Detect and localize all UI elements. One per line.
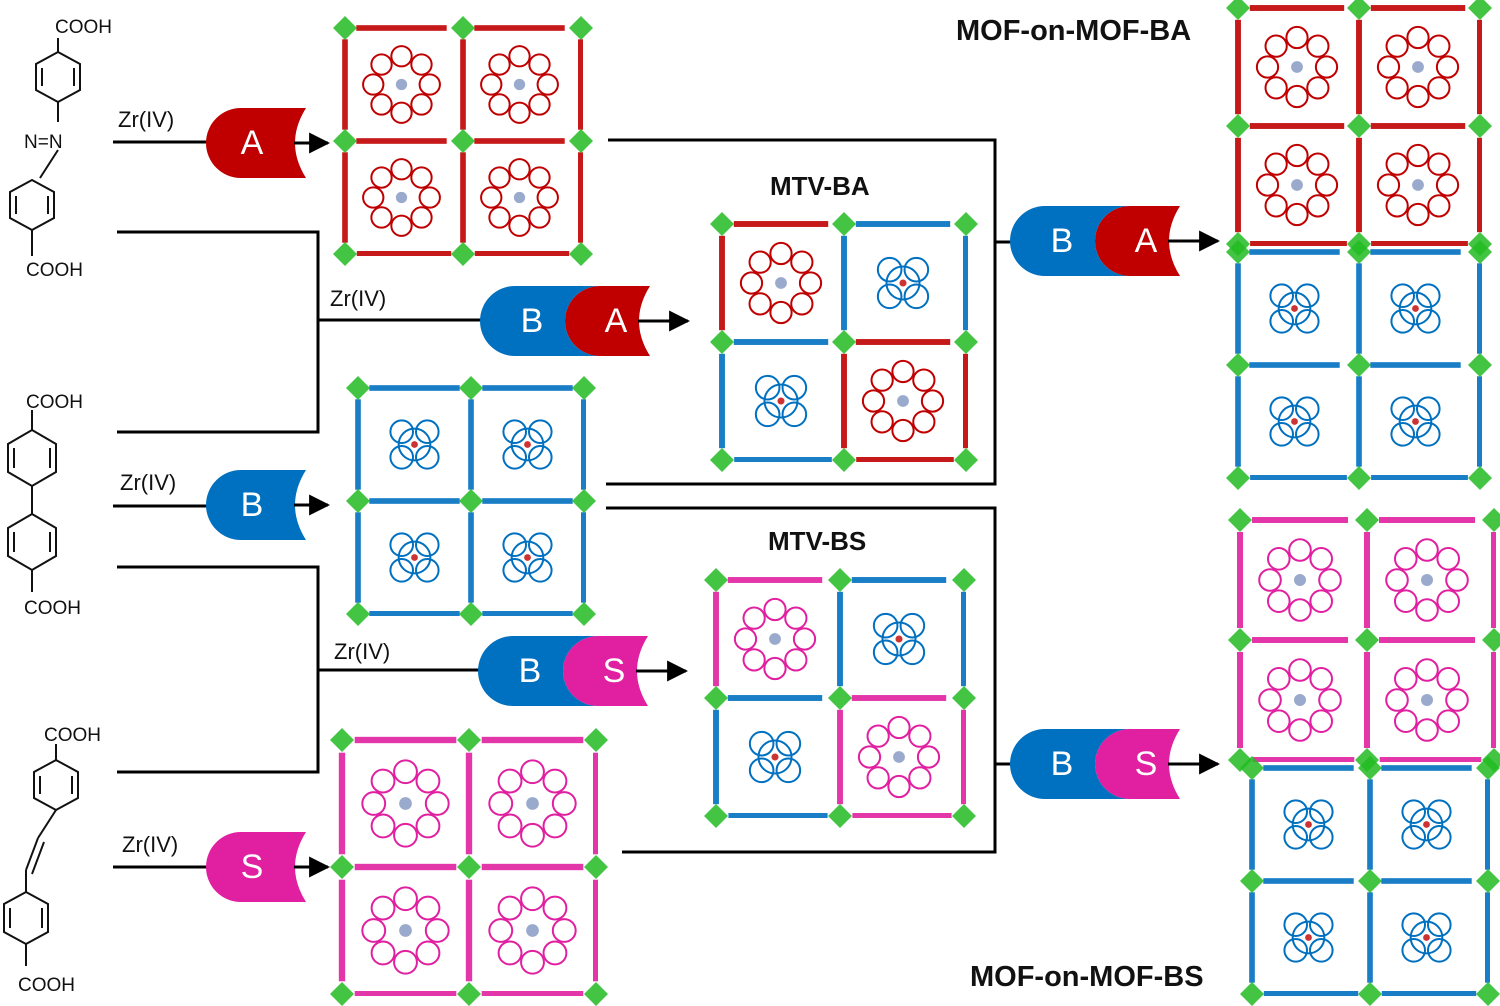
azo-linker-structure	[9, 38, 81, 256]
cylinder-s: S	[206, 832, 331, 902]
stilbene-bottom-cooh: COOH	[18, 975, 75, 996]
cylinder-mof-on-mof-bs-label-1: B	[1051, 745, 1074, 783]
title-mtv-bs: MTV-BS	[768, 526, 866, 556]
framework-s	[330, 728, 608, 1006]
cylinder-mtv-bs-label-1: B	[519, 652, 542, 690]
cylinder-mof-on-mof-bs-label-2: S	[1135, 745, 1158, 783]
zr-label-ba: Zr(IV)	[330, 286, 386, 311]
cylinder-a: A	[206, 108, 331, 178]
cylinder-mof-on-mof-ba-label-2: A	[1135, 222, 1158, 260]
cylinder-mtv-bs-label-2: S	[603, 652, 626, 690]
title-mtv-ba: MTV-BA	[770, 171, 870, 201]
biphenyl-bottom-cooh: COOH	[24, 598, 81, 619]
framework-a	[333, 16, 593, 266]
cylinder-b: B	[206, 470, 331, 540]
azo-top-cooh: COOH	[55, 17, 112, 38]
framework-mof-on-mof-bs-bottom	[1240, 756, 1500, 1006]
stilbene-linker-structure	[3, 744, 79, 966]
title-mof-on-mof-ba: MOF-on-MOF-BA	[956, 15, 1191, 47]
framework-structures	[330, 0, 1500, 1006]
framework-mtv-bs	[704, 568, 976, 828]
cylinder-s-label: S	[241, 848, 264, 886]
cylinder-mtv-ba-label-1: B	[521, 302, 544, 340]
framework-b	[346, 376, 596, 626]
azo-nn-label: N=N	[24, 132, 63, 153]
framework-mtv-ba	[710, 212, 978, 472]
framework-mof-on-mof-ba-bottom	[1226, 240, 1492, 490]
biphenyl-top-cooh: COOH	[26, 392, 83, 413]
azo-bottom-cooh: COOH	[26, 260, 83, 281]
zr-label-b: Zr(IV)	[120, 470, 176, 495]
cylinder-mof-on-mof-ba-label-1: B	[1051, 222, 1074, 260]
zr-label-a: Zr(IV)	[118, 107, 174, 132]
stilbene-top-cooh: COOH	[44, 725, 101, 746]
biphenyl-linker-structure	[7, 410, 57, 592]
cylinder-a-label: A	[241, 124, 264, 162]
title-mof-on-mof-bs: MOF-on-MOF-BS	[970, 961, 1204, 993]
framework-mof-on-mof-bs-top	[1228, 508, 1500, 772]
zr-label-s: Zr(IV)	[122, 832, 178, 857]
zr-label-bs: Zr(IV)	[334, 639, 390, 664]
cylinder-b-label: B	[241, 486, 264, 524]
framework-mof-on-mof-ba-top	[1226, 0, 1492, 256]
cylinder-mtv-ba-label-2: A	[605, 302, 628, 340]
